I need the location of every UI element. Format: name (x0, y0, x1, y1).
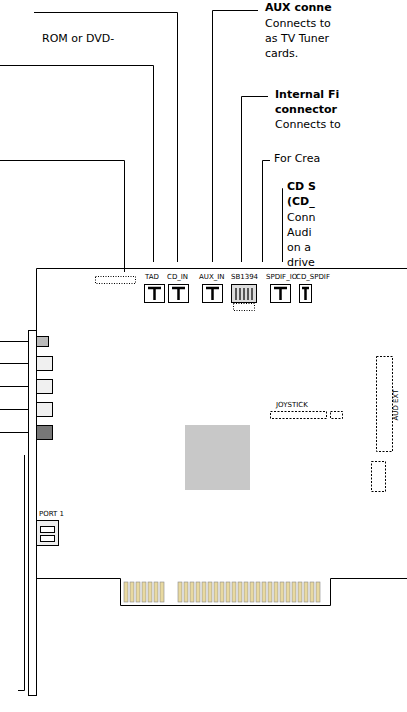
callout-text: cards. (265, 48, 298, 61)
circuit-board (37, 269, 407, 606)
callout-text: ROM or DVD- (42, 33, 114, 46)
callout-heading: CD S (287, 181, 316, 194)
connector-label: SPDIF_IO (266, 273, 297, 281)
callout-text: on a (287, 242, 311, 255)
connector-label: TAD (145, 273, 159, 281)
callout-text: Connects to (275, 119, 341, 132)
callout-text: as TV Tuner (265, 33, 329, 46)
connector-label: CD_IN (167, 273, 188, 281)
callout-heading: Internal Fi (275, 89, 339, 102)
connector-label: AUD EXT (392, 390, 400, 421)
callout-text: For Crea (274, 153, 320, 166)
callout-heading: AUX conne (265, 2, 332, 15)
callout-heading: connector (275, 104, 337, 117)
connector-label: SB1394 (231, 273, 258, 281)
port-label: PORT 1 (39, 510, 64, 518)
callout-text: Conn (287, 212, 315, 225)
callout-text: Connects to (265, 18, 331, 31)
callout-text: Audi (287, 227, 312, 240)
connector-label: AUX_IN (199, 273, 225, 281)
connector-label: JOYSTICK (276, 401, 308, 409)
leader-lines (0, 11, 283, 691)
callout-text: drive (287, 257, 315, 270)
connector-label: CD_SPDIF (296, 273, 330, 281)
callout-heading: (CD_ (287, 196, 315, 209)
